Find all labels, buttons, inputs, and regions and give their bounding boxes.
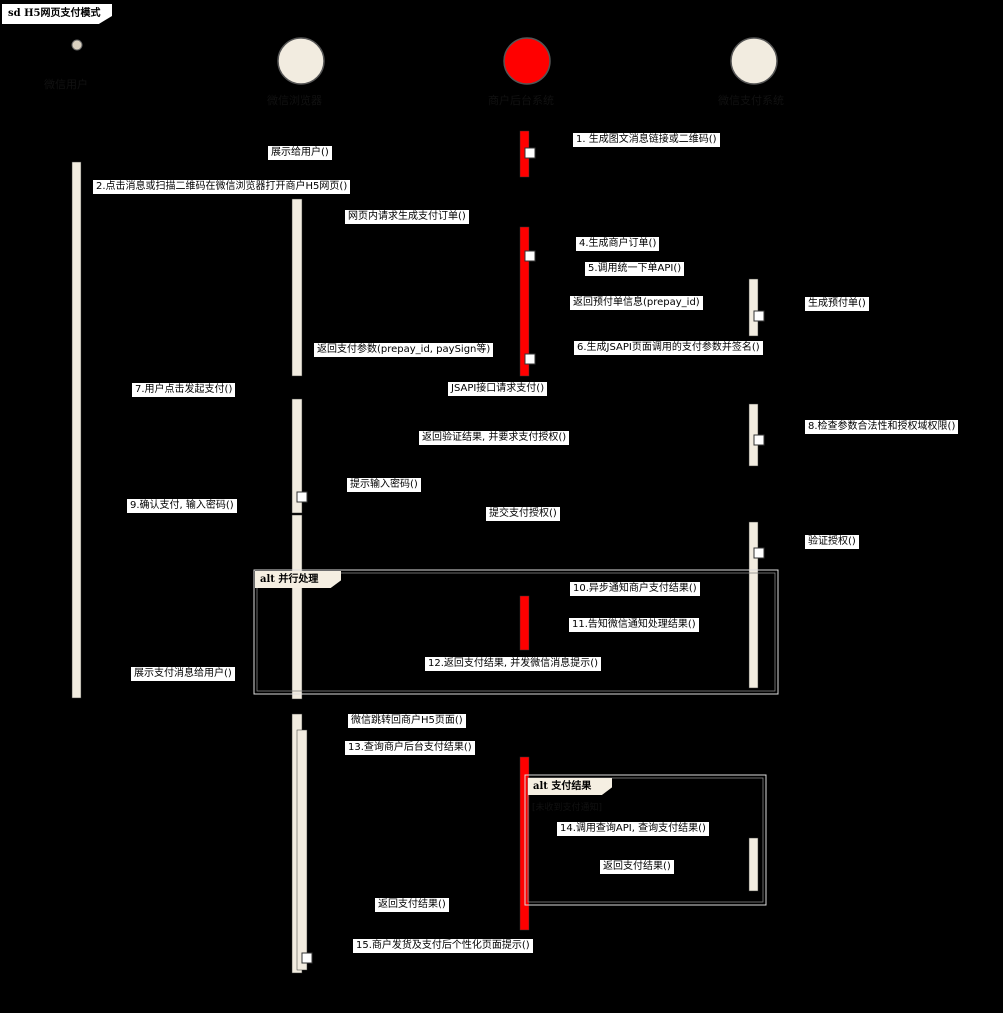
participant-label-wxpay: 微信支付系统 (718, 94, 784, 107)
message-label: 返回支付参数(prepay_id, paySign等) (314, 343, 494, 357)
self-call-marker (753, 547, 765, 559)
message-label: 返回支付结果() (600, 860, 674, 874)
participant-label-user: 微信用户 (44, 78, 88, 91)
message-label: 微信跳转回商户H5页面() (348, 714, 466, 728)
lifeline-head-browser (277, 37, 325, 85)
self-call-marker (296, 491, 308, 503)
message-label: 1. 生成图文消息链接或二维码() (573, 133, 720, 147)
fragment-guard: [未收到支付通知] (532, 803, 603, 813)
activation-bar (748, 521, 759, 689)
message-label: 9.确认支付, 输入密码() (127, 499, 237, 513)
self-call-marker (753, 310, 765, 322)
activation-bar (519, 595, 530, 651)
activation-bar (291, 398, 303, 514)
activation-bar (296, 729, 308, 971)
message-label: 生成预付单() (805, 297, 869, 311)
message-label: 返回支付结果() (375, 898, 449, 912)
message-label: 5.调用统一下单API() (585, 262, 685, 276)
self-call-marker (524, 353, 536, 365)
self-call-marker (524, 147, 536, 159)
message-label: 14.调用查询API, 查询支付结果() (557, 822, 709, 836)
diagram-title: sd H5网页支付模式 (2, 4, 112, 24)
message-label: 验证授权() (805, 535, 859, 549)
lifeline-head-wxpay (730, 37, 778, 85)
activation-bar (748, 278, 759, 337)
participant-label-browser: 微信浏览器 (267, 94, 322, 107)
fragment-frame-inner (527, 777, 764, 903)
fragment-label: alt 支付结果 (528, 778, 612, 795)
message-label: 提示输入密码() (347, 478, 421, 492)
message-label: 10.异步通知商户支付结果() (570, 582, 700, 596)
self-call-marker (753, 434, 765, 446)
message-label: 7.用户点击发起支付() (132, 383, 236, 397)
message-label: 2.点击消息或扫描二维码在微信浏览器打开商户H5网页() (93, 180, 351, 194)
message-label: 网页内请求生成支付订单() (345, 210, 469, 224)
activation-bar (519, 226, 530, 377)
message-label: 提交支付授权() (486, 507, 560, 521)
message-label: 12.返回支付结果, 并发微信消息提示() (425, 657, 602, 671)
message-label: 展示支付消息给用户() (131, 667, 235, 681)
message-label: 13.查询商户后台支付结果() (345, 741, 475, 755)
fragment-frame-inner (256, 572, 776, 692)
activation-bar (291, 514, 303, 700)
message-label: 11.告知微信通知处理结果() (569, 618, 699, 632)
message-label: 15.商户发货及支付后个性化页面提示() (353, 939, 533, 953)
message-label: 返回验证结果, 并要求支付授权() (419, 431, 570, 445)
self-call-marker (301, 952, 313, 964)
self-call-marker (524, 250, 536, 262)
message-label: 4.生成商户订单() (576, 237, 660, 251)
message-label: 8.检查参数合法性和授权域权限() (805, 420, 959, 434)
participant-label-merchant: 商户后台系统 (488, 94, 554, 107)
activation-bar (71, 161, 82, 699)
fragment-label: alt 并行处理 (255, 571, 341, 588)
message-label: JSAPI接口请求支付() (448, 382, 548, 396)
activation-bar (291, 198, 303, 377)
message-label: 展示给用户() (268, 146, 332, 160)
lifeline-head-merchant (503, 37, 551, 85)
fragment-frame (253, 569, 779, 695)
message-label: 6.生成JSAPI页面调用的支付参数并签名() (574, 341, 763, 355)
fragment-frame (524, 774, 767, 906)
activation-bar (748, 837, 759, 892)
message-label: 返回预付单信息(prepay_id) (570, 296, 703, 310)
actor-head-icon (71, 39, 83, 51)
